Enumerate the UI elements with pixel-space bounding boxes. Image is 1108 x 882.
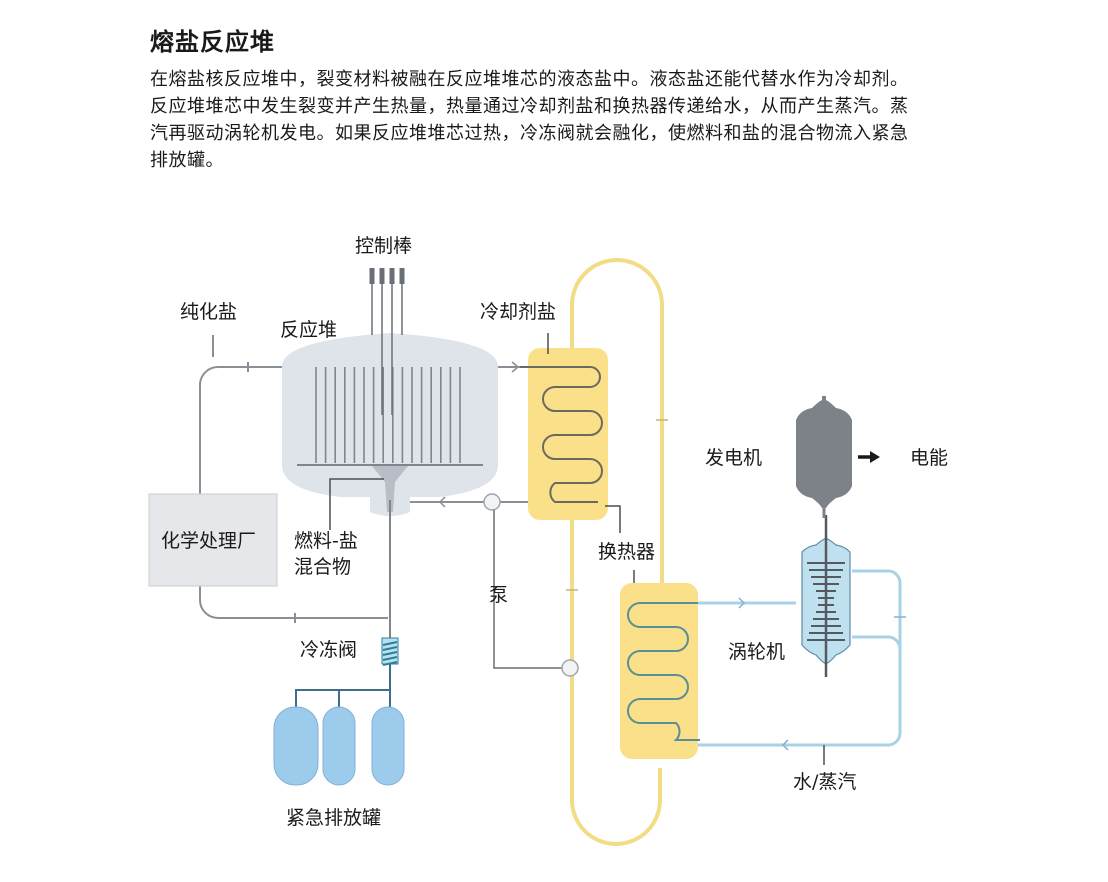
label-electricity: 电能 bbox=[910, 447, 948, 469]
flow-arrow bbox=[511, 361, 519, 368]
pump-leader bbox=[493, 510, 564, 669]
valve-coil bbox=[382, 651, 398, 656]
control-rod-head bbox=[379, 268, 385, 284]
description-paragraph: 在熔盐核反应堆中，裂变材料被融在反应堆堆芯的液态盐中。液态盐还能代替水作为冷却剂… bbox=[150, 69, 909, 171]
label-generator: 发电机 bbox=[705, 447, 762, 469]
label-control-rods: 控制棒 bbox=[355, 235, 412, 257]
secondary-pump-icon bbox=[561, 659, 579, 677]
drain-tank bbox=[371, 706, 405, 786]
chemical-loop bbox=[199, 335, 520, 623]
reactor-vessel bbox=[282, 333, 498, 516]
page-title: 熔盐反应堆 bbox=[150, 28, 275, 56]
heat-exchanger-leader bbox=[605, 505, 621, 533]
drain-manifold bbox=[295, 664, 391, 710]
flow-arrow bbox=[438, 496, 446, 508]
label-turbine: 涡轮机 bbox=[728, 641, 785, 663]
steam-coil bbox=[627, 602, 700, 741]
coolant-pipe-upper bbox=[570, 258, 664, 590]
drain-tank bbox=[273, 706, 319, 786]
drain-tanks-group bbox=[273, 706, 405, 786]
control-rod-head bbox=[399, 268, 405, 284]
primary-coil bbox=[520, 366, 603, 503]
valve-coil bbox=[382, 656, 398, 661]
valve-coil bbox=[382, 661, 398, 666]
control-rods bbox=[369, 268, 405, 415]
label-drain-tanks: 紧急排放罐 bbox=[286, 807, 381, 829]
label-coolant-salt: 冷却剂盐 bbox=[480, 301, 556, 323]
control-rod-head bbox=[369, 268, 375, 284]
coolant-pipe-lower bbox=[570, 520, 662, 846]
water-steam-loop bbox=[698, 569, 902, 747]
control-rod-head bbox=[389, 268, 395, 284]
label-pump: 泵 bbox=[489, 584, 508, 606]
label-purified-salt: 纯化盐 bbox=[180, 301, 237, 323]
flow-arrow bbox=[511, 366, 519, 373]
turbine-bleed-pipe bbox=[852, 635, 902, 650]
freeze-valve bbox=[381, 637, 399, 666]
generator bbox=[796, 396, 852, 518]
flow-arrow bbox=[738, 597, 746, 609]
label-fuel-salt-2: 混合物 bbox=[294, 556, 351, 578]
label-water-steam: 水/蒸汽 bbox=[793, 771, 856, 793]
chemical-return-pipe bbox=[199, 585, 388, 619]
chemical-plant-box bbox=[148, 493, 278, 587]
label-freeze-valve: 冷冻阀 bbox=[300, 639, 357, 661]
valve-coil bbox=[382, 646, 398, 651]
valve-coil bbox=[382, 641, 398, 646]
arrow-icon-head bbox=[870, 451, 880, 463]
primary-pump-icon bbox=[483, 493, 501, 511]
label-fuel-salt-1: 燃料-盐 bbox=[294, 530, 358, 552]
drain-funnel bbox=[372, 466, 408, 512]
label-reactor: 反应堆 bbox=[280, 319, 337, 341]
fuel-rods bbox=[315, 367, 461, 463]
label-chemical-plant: 化学处理厂 bbox=[161, 530, 256, 552]
drain-tank bbox=[322, 706, 356, 786]
flow-arrow bbox=[781, 739, 789, 751]
turbine-exhaust-pipe bbox=[698, 569, 902, 747]
turbine bbox=[801, 515, 851, 677]
fuel-salt-leader bbox=[329, 478, 384, 530]
purified-salt-pipe bbox=[199, 366, 520, 495]
label-heat-exchanger: 换热器 bbox=[598, 541, 655, 563]
